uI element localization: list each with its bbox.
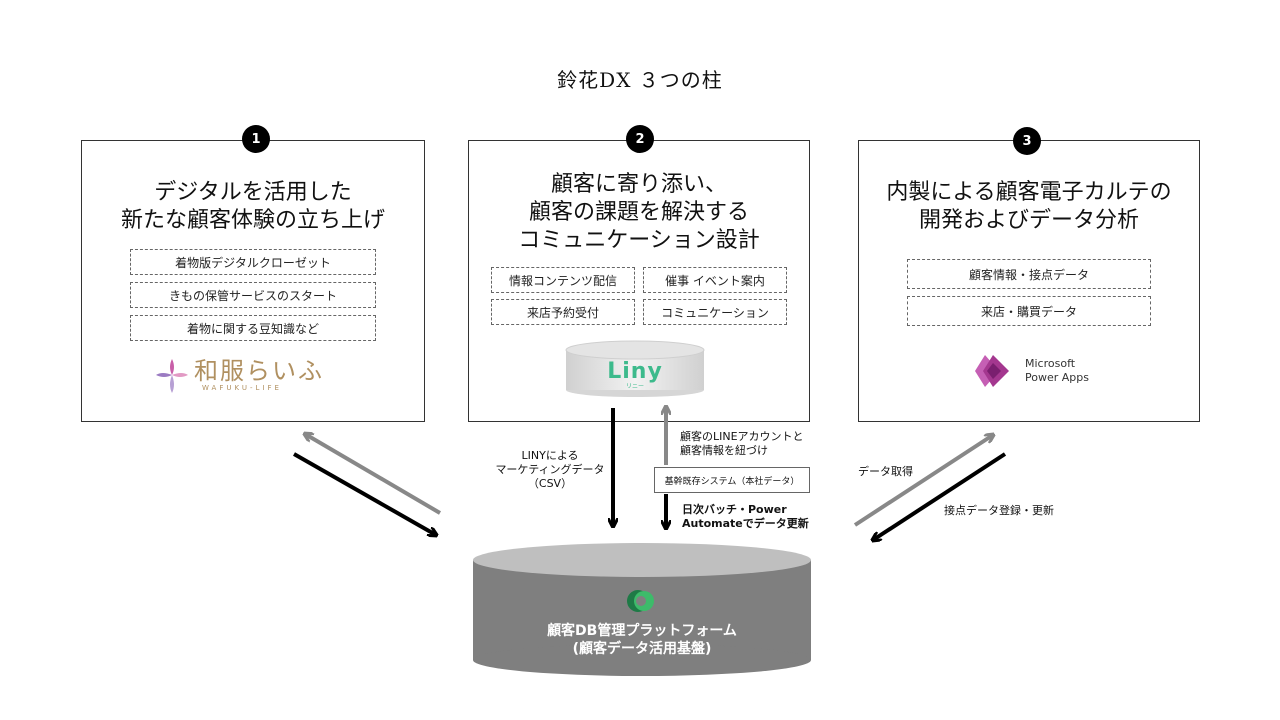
line-link-label: 顧客のLINEアカウントと 顧客情報を紐づけ: [680, 430, 804, 457]
arrow-panel1-to-db: [293, 452, 436, 535]
pillar-2-tag: 催事 イベント案内: [643, 267, 787, 293]
liny-logo: Liny リニー: [565, 359, 705, 390]
pillar-number-badge-3: 3: [1013, 127, 1041, 155]
flower-icon: [156, 359, 188, 393]
customer-db-label: 顧客DB管理プラットフォーム (顧客データ活用基盤): [547, 623, 737, 657]
wafuku-life-logo: 和服らいふ WAFUKU-LIFE: [154, 355, 354, 395]
liny-logo-subtext: リニー: [625, 383, 644, 390]
pillar-1-title: デジタルを活用した 新たな顧客体験の立ち上げ: [120, 180, 385, 233]
wafuku-life-logo-text: 和服らいふ: [194, 357, 324, 385]
wafuku-life-logo-subtext: WAFUKU-LIFE: [202, 384, 282, 392]
data-fetch-label: データ取得: [858, 465, 913, 478]
pillar-panel-1: デジタルを活用した 新たな顧客体験の立ち上げ 着物版デジタルクローゼット きもの…: [81, 140, 425, 422]
pillar-1-tag: きもの保管サービスのスタート: [130, 282, 376, 308]
pillar-3-tag: 来店・購買データ: [907, 296, 1151, 326]
power-apps-icon: [975, 355, 1009, 387]
batch-update-label: 日次バッチ・Power Automateでデータ更新: [682, 503, 809, 530]
pillar-number-badge-1: 1: [242, 125, 270, 153]
liny-logo-cylinder: [565, 340, 705, 397]
pillar-2-tag: 来店予約受付: [491, 299, 635, 325]
pillar-number-badge-2: 2: [626, 125, 654, 153]
pillar-1-tag: 着物版デジタルクローゼット: [130, 249, 376, 275]
core-system-box: 基幹既存システム（本社データ）: [654, 467, 810, 493]
data-register-label: 接点データ登録・更新: [944, 504, 1054, 517]
arrow-db-to-panel1: [305, 434, 442, 515]
pillar-1-tag: 着物に関する豆知識など: [130, 315, 376, 341]
liny-logo-text: Liny: [607, 359, 663, 384]
pillar-3-title: 内製による顧客電子カルテの 開発およびデータ分析: [886, 180, 1172, 233]
pillar-2-tag: コミュニケーション: [643, 299, 787, 325]
pillar-3-tag: 顧客情報・接点データ: [907, 259, 1151, 289]
pillar-2-tag: 情報コンテンツ配信: [491, 267, 635, 293]
pillar-2-title: 顧客に寄り添い、 顧客の課題を解決する コミュニケーション設計: [518, 172, 760, 253]
pillar-panel-3: 内製による顧客電子カルテの 開発およびデータ分析 顧客情報・接点データ 来店・購…: [858, 140, 1200, 422]
liny-data-label: LINYによる マーケティングデータ （CSV）: [495, 449, 605, 490]
page-title: 鈴花DX ３つの柱: [557, 68, 723, 92]
dataverse-icon: [627, 590, 654, 612]
power-apps-logo: Microsoft Power Apps: [973, 353, 1113, 389]
power-apps-logo-text: Microsoft Power Apps: [1025, 357, 1089, 384]
